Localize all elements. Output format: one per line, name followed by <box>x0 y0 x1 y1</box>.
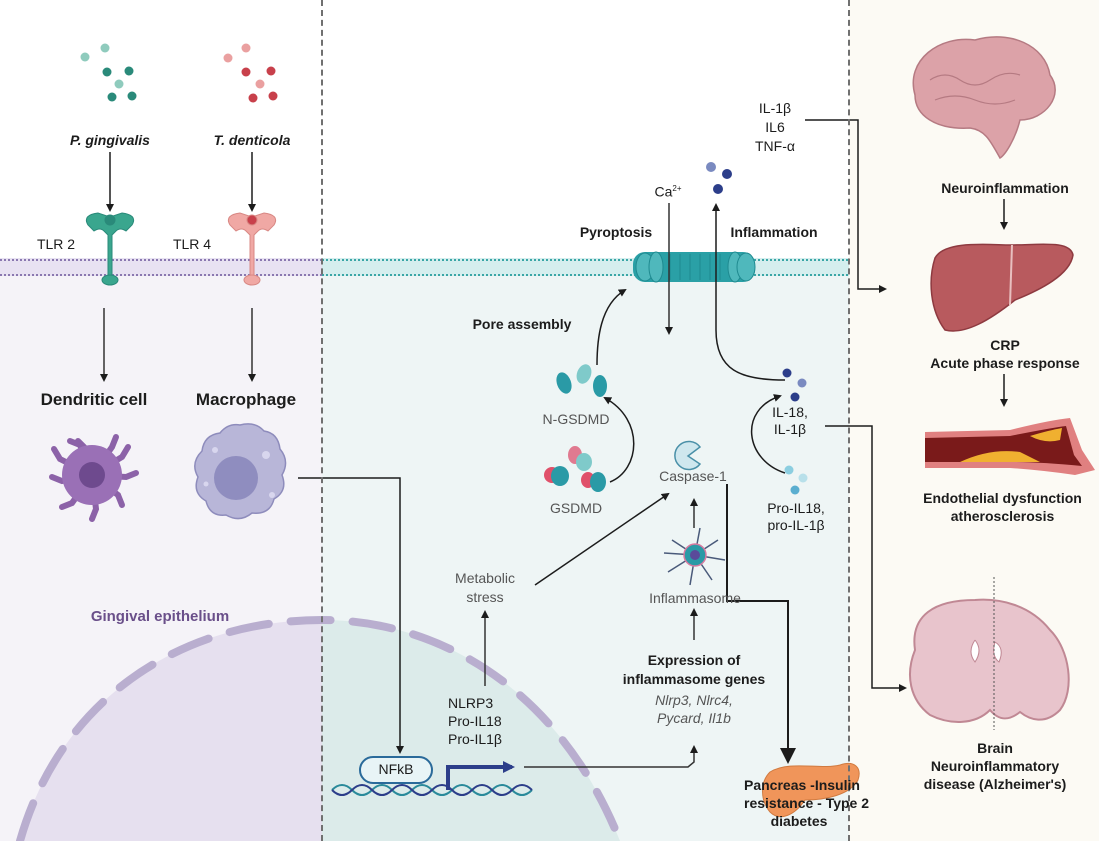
label-stress: stress <box>466 589 504 605</box>
label-neuroinflammatory: Neuroinflammatory <box>930 758 1060 774</box>
label-inflammasome-genes: inflammasome genes <box>622 671 766 687</box>
caspase-1-icon <box>674 440 702 471</box>
label-caspase-1: Caspase-1 <box>659 468 727 484</box>
label-pro-il18: Pro-IL18, <box>767 500 825 516</box>
label-nfkb: NFkB <box>378 761 414 777</box>
label-pore-assembly: Pore assembly <box>472 316 572 332</box>
transcription-arrow <box>446 761 515 790</box>
arrow-to-genes <box>524 745 698 768</box>
macrophage-icon <box>194 423 287 520</box>
label-inflammasome: Inflammasome <box>649 590 741 606</box>
gasdermin-pore-icon <box>633 251 756 283</box>
label-expression-of: Expression of <box>647 652 741 668</box>
label-pro-il18-transcript: Pro-IL18 <box>448 713 502 729</box>
label-pro-il1b: pro-IL-1β <box>767 517 825 533</box>
label-macrophage: Macrophage <box>195 390 297 409</box>
label-genes-2: Pycard, Il1b <box>657 710 731 726</box>
inflammasome-icon <box>663 527 726 586</box>
divider-right <box>848 0 850 841</box>
dendritic-cell-icon <box>49 434 139 522</box>
nfkb-box <box>359 756 433 784</box>
t-denticola-icon <box>223 43 278 103</box>
label-n-gsdmd: N-GSDMD <box>542 411 610 427</box>
blood-vessel-icon <box>925 418 1095 475</box>
label-il1b: IL-1β <box>773 421 807 437</box>
label-cytokine-tnfa: TNF-α <box>755 138 795 154</box>
gsdmd-icon <box>544 446 606 492</box>
label-cytokine-il6: IL6 <box>765 119 785 135</box>
arrow-cytokines-systemic <box>805 119 887 293</box>
p-gingivalis-icon <box>80 43 137 102</box>
calcium-text: Ca <box>654 183 673 200</box>
arrow-il18-brain <box>825 425 907 692</box>
divider-left <box>321 0 323 841</box>
label-nlrp3: NLRP3 <box>448 695 494 711</box>
label-neuroinflammation: Neuroinflammation <box>941 180 1069 196</box>
arrow-pro-il-cleavage <box>751 394 786 474</box>
label-gingival-epithelium: Gingival epithelium <box>90 608 230 625</box>
nucleus <box>16 615 624 841</box>
arrow-caspase-pancreas <box>726 484 796 764</box>
label-acute-phase: Acute phase response <box>930 355 1080 371</box>
label-pancreas-2: resistance - Type 2 <box>744 795 870 811</box>
label-metabolic: Metabolic <box>455 570 515 586</box>
label-brain: Brain <box>977 740 1013 756</box>
tlr4-receptor-icon <box>227 212 277 286</box>
label-pro-il1b-transcript: Pro-IL1β <box>448 731 502 747</box>
arrow-macrophage-nfkb <box>298 477 404 754</box>
calcium-charge: 2+ <box>672 184 682 193</box>
label-crp: CRP <box>990 337 1020 353</box>
label-pyroptosis: Pyroptosis <box>579 224 653 240</box>
label-tlr2: TLR 2 <box>36 236 76 252</box>
label-atherosclerosis: atherosclerosis <box>950 508 1055 524</box>
label-calcium: Ca2+ <box>648 180 688 201</box>
label-gsdmd: GSDMD <box>549 500 603 516</box>
label-alzheimers: disease (Alzheimer's) <box>923 776 1067 792</box>
tlr2-receptor-icon <box>85 212 135 286</box>
label-dendritic-cell: Dendritic cell <box>40 390 148 409</box>
arrow-pore-assembly <box>596 288 627 366</box>
label-tlr4: TLR 4 <box>172 236 212 252</box>
arrow-stress-caspase <box>534 492 670 586</box>
label-t-denticola: T. denticola <box>213 132 291 148</box>
arrow-gsdmd-cleavage <box>603 397 635 483</box>
label-il18: IL-18, <box>772 404 808 420</box>
label-pancreas-1: Pancreas -Insulin <box>744 777 860 793</box>
pancreas-icon <box>762 763 860 818</box>
n-gsdmd-icon <box>556 364 607 397</box>
released-cytokines-icon <box>706 162 732 194</box>
label-genes-1: Nlrp3, Nlrc4, <box>655 692 733 708</box>
pro-il-icon <box>784 465 808 495</box>
label-endothelial: Endothelial dysfunction <box>923 490 1082 506</box>
il18-il1b-icon <box>782 368 807 402</box>
liver-icon <box>930 243 1074 332</box>
dna-icon <box>331 784 533 796</box>
label-p-gingivalis: P. gingivalis <box>70 132 150 148</box>
label-cytokine-il1b: IL-1β <box>758 100 792 116</box>
arrow-cytokine-release <box>712 203 786 381</box>
label-pancreas-3: diabetes <box>770 813 828 829</box>
brain-section-icon <box>909 577 1070 730</box>
brain-icon <box>912 36 1056 160</box>
label-inflammation: Inflammation <box>730 224 818 240</box>
